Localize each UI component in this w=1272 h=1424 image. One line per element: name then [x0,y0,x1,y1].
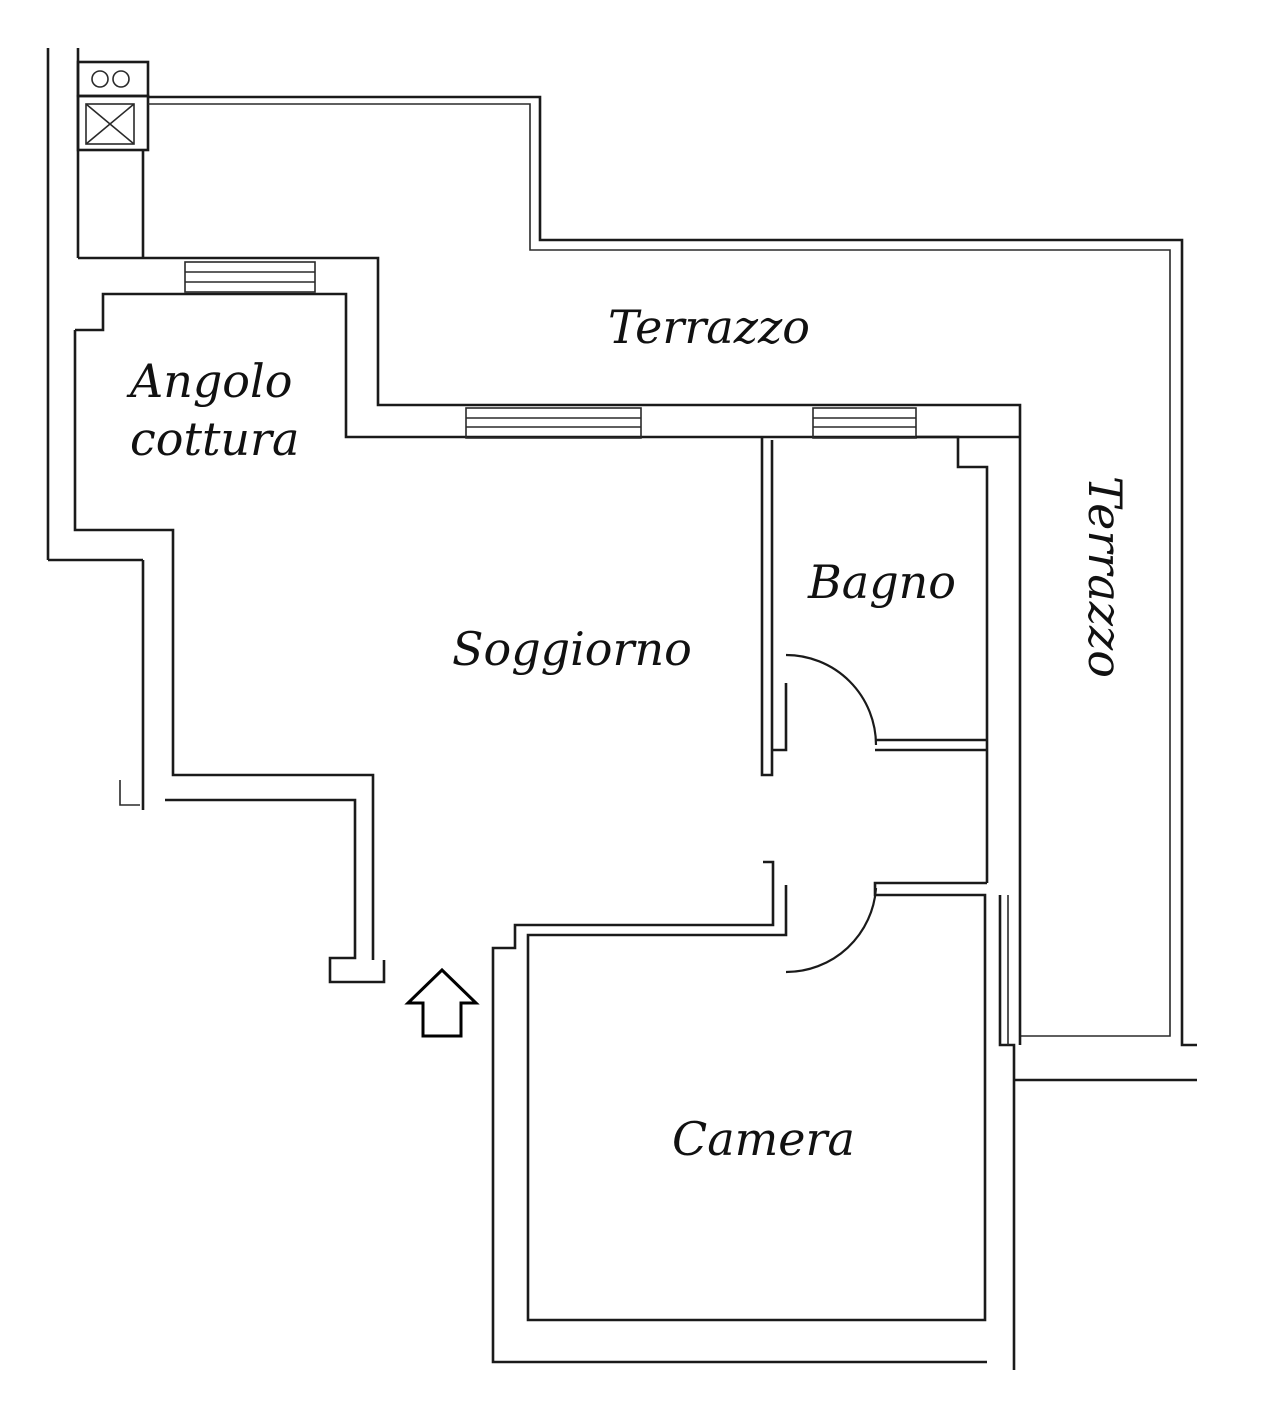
bathroom-door-swing [785,653,878,746]
bathroom-window [812,407,917,439]
exterior-wall-left [46,48,145,810]
room-label-camera: Camera [672,1112,855,1166]
stove-icon [91,70,130,88]
living-west-walls [73,330,386,984]
room-label-terrazzo-top: Terrazzo [608,300,810,354]
bathroom-walls [760,435,989,883]
bedroom-walls [491,860,1197,1370]
terrace-perimeter [148,95,1197,1047]
room-label-bagno: Bagno [808,555,956,609]
sink-icon [85,103,135,145]
kitchen-window [184,261,316,293]
room-label-angolo-line2: cottura [130,412,300,466]
kitchen-appliances [76,60,150,258]
room-label-angolo-line1: Angolo [130,354,293,408]
room-label-soggiorno: Soggiorno [452,622,692,676]
kitchen-north-wall [75,256,1022,1045]
room-label-angolo-cottura: Angolo cottura [130,352,330,468]
room-label-terrazzo-side: Terrazzo [1078,476,1132,678]
living-window [465,407,642,439]
entrance-arrow-icon [404,967,480,1038]
bedroom-door-swing [785,887,878,974]
